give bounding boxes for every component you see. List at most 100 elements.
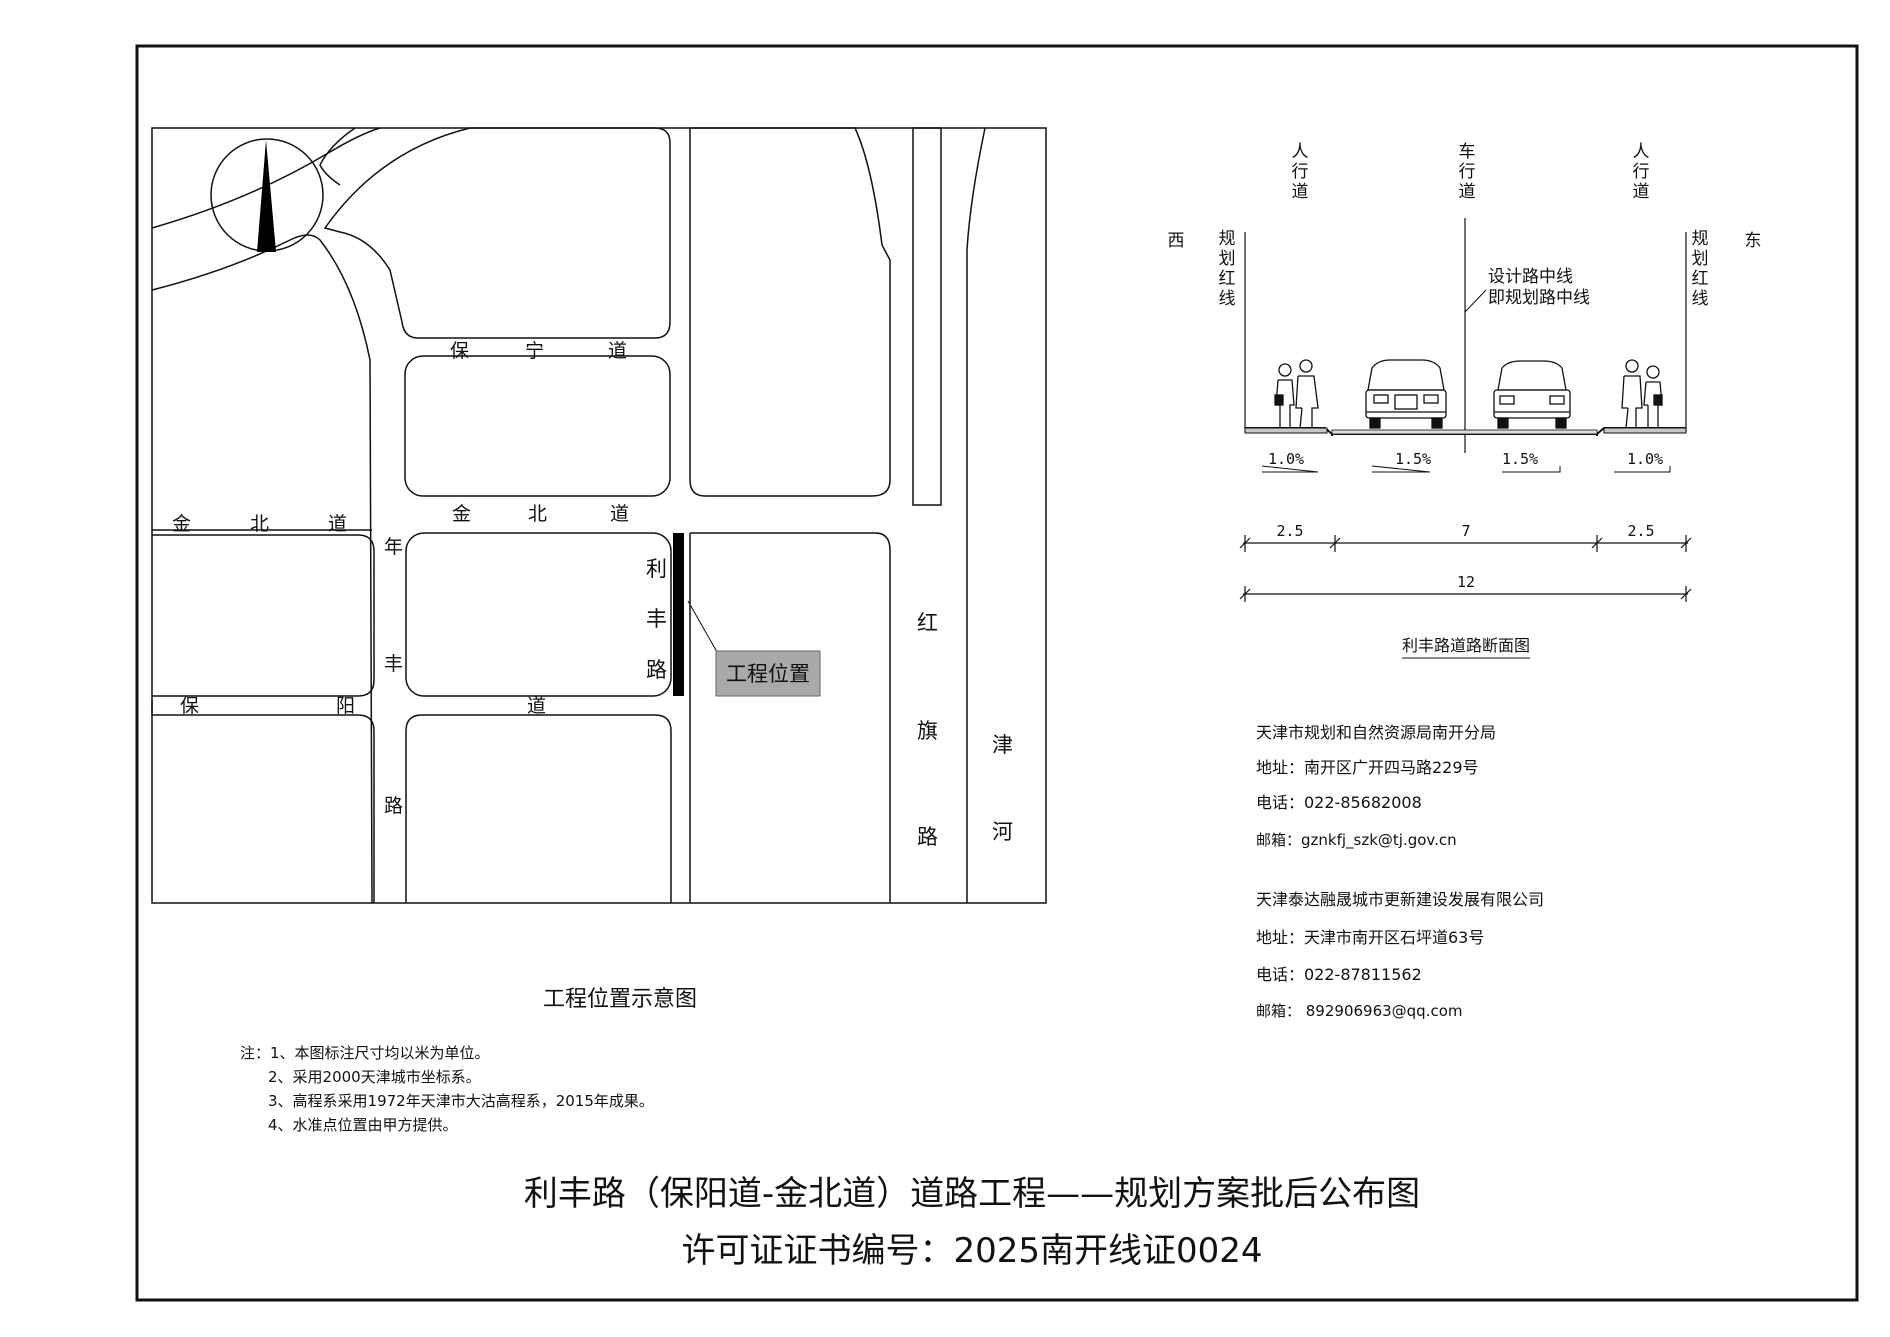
centerline-label-2: 即规划路中线 <box>1488 288 1590 308</box>
carriageway-surface <box>1331 429 1598 435</box>
street-char: 北 <box>528 503 547 525</box>
street-char: 旗 <box>917 719 938 743</box>
sidewalk-left <box>1244 427 1328 434</box>
notes-block: 注：1、本图标注尺寸均以米为单位。 2、采用2000天津城市坐标系。 3、高程系… <box>240 1044 654 1134</box>
map-caption: 工程位置示意图 <box>543 987 697 1012</box>
project-leader-line <box>687 600 718 653</box>
west-label: 西 <box>1168 231 1185 251</box>
pedestrian-icon <box>1621 359 1663 429</box>
authority-email: 邮箱：gznkfj_szk@tj.gov.cn <box>1256 831 1457 850</box>
pedestrian-icon <box>1274 359 1319 429</box>
label-char: 规 <box>1219 229 1236 249</box>
dimension-label: 7 <box>1461 522 1470 540</box>
company-address: 地址：天津市南开区石坪道63号 <box>1256 928 1484 947</box>
block-east-middle <box>690 532 891 903</box>
car-icon <box>1365 359 1447 429</box>
block-upper-center <box>323 127 671 339</box>
street-char: 路 <box>646 658 667 682</box>
road-cross-section: 人 行 道 车 行 道 人 行 道 西 东 规 划 红 线 规 划 红 线 设计… <box>1168 142 1762 659</box>
label-char: 人 <box>1292 142 1309 162</box>
label-char: 划 <box>1692 249 1709 269</box>
street-char: 路 <box>917 825 938 849</box>
dimension-lines <box>1239 535 1692 602</box>
block-west-south <box>152 714 375 903</box>
project-label: 工程位置 <box>726 662 810 686</box>
label-char: 道 <box>1292 182 1309 202</box>
authority-address: 地址：南开区广开四马路229号 <box>1256 758 1479 777</box>
block-north-east <box>689 127 891 497</box>
block-center-middle <box>405 532 672 697</box>
company-phone: 电话：022-87811562 <box>1256 965 1422 984</box>
authority-phone: 电话：022-85682008 <box>1256 793 1422 812</box>
street-char: 道 <box>608 340 627 362</box>
east-label: 东 <box>1745 231 1762 251</box>
street-char: 金 <box>172 513 191 535</box>
street-char: 年 <box>384 536 403 558</box>
street-char: 丰 <box>646 607 667 631</box>
street-char: 道 <box>527 695 546 717</box>
block-center-south <box>405 714 672 903</box>
note-3: 3、高程系采用1972年天津市大沽高程系，2015年成果。 <box>268 1092 654 1110</box>
label-char: 行 <box>1459 162 1476 182</box>
note-2: 2、采用2000天津城市坐标系。 <box>268 1068 481 1086</box>
contact-block: 天津市规划和自然资源局南开分局 地址：南开区广开四马路229号 电话：022-8… <box>1256 723 1544 1020</box>
company-email: 邮箱： 892906963@qq.com <box>1256 1002 1463 1020</box>
project-label-box <box>715 650 821 697</box>
street-char: 保 <box>180 695 199 717</box>
street-char: 道 <box>328 513 347 535</box>
street-char: 丰 <box>384 653 403 675</box>
section-caption: 利丰路道路断面图 <box>1402 636 1530 655</box>
street-char: 金 <box>452 503 471 525</box>
note-4: 4、水准点位置由甲方提供。 <box>268 1116 458 1134</box>
title-line-1: 利丰路（保阳道-金北道）道路工程——规划方案批后公布图 <box>524 1174 1420 1214</box>
location-map: 工程位置 保 宁 道 金 北 道 金 北 道 年 丰 路 保 阳 道 利 丰 路… <box>151 127 1047 1012</box>
company-name: 天津泰达融晟城市更新建设发展有限公司 <box>1256 890 1544 909</box>
label-char: 行 <box>1633 162 1650 182</box>
dimension-label: 2.5 <box>1276 522 1303 540</box>
title-line-2: 许可证证书编号：2025南开线证0024 <box>681 1231 1262 1271</box>
street-char: 河 <box>992 820 1013 844</box>
dimension-label: 2.5 <box>1627 522 1654 540</box>
street-char: 北 <box>250 513 269 535</box>
block-baoning-jinbei <box>404 355 671 497</box>
label-char: 车 <box>1459 142 1476 162</box>
map-frame <box>151 127 1047 904</box>
centerline-label-1: 设计路中线 <box>1488 267 1573 287</box>
project-segment <box>673 533 684 696</box>
car-icon <box>1493 360 1571 429</box>
street-char: 红 <box>917 611 938 635</box>
street-char: 道 <box>610 503 629 525</box>
slope-arrows <box>1261 465 1671 473</box>
nianfeng-road-west-edge <box>151 234 373 904</box>
note-1: 注：1、本图标注尺寸均以米为单位。 <box>240 1044 490 1062</box>
dimension-total-label: 12 <box>1457 573 1475 591</box>
label-char: 行 <box>1292 162 1309 182</box>
label-char: 道 <box>1633 182 1650 202</box>
label-char: 线 <box>1692 289 1709 309</box>
label-char: 人 <box>1633 142 1650 162</box>
sidewalk-right <box>1603 427 1687 434</box>
slope-label: 1.0% <box>1627 450 1663 468</box>
street-char: 宁 <box>525 340 544 362</box>
curve-road-edge-2 <box>319 127 356 186</box>
street-char: 路 <box>384 795 403 817</box>
label-char: 线 <box>1219 289 1236 309</box>
narrow-strip <box>912 127 942 506</box>
jinhe-edge <box>966 127 986 903</box>
authority-name: 天津市规划和自然资源局南开分局 <box>1256 723 1496 742</box>
slope-label: 1.5% <box>1395 450 1431 468</box>
label-char: 道 <box>1459 182 1476 202</box>
street-char: 阳 <box>336 695 355 717</box>
slope-label: 1.0% <box>1268 450 1304 468</box>
slope-label: 1.5% <box>1502 450 1538 468</box>
label-char: 红 <box>1692 269 1709 289</box>
block-west-middle <box>152 534 375 697</box>
north-arrow-icon <box>257 140 276 252</box>
street-char: 津 <box>992 733 1013 757</box>
street-char: 保 <box>450 340 469 362</box>
sheet-frame <box>135 44 1859 1302</box>
centerline-leader <box>1464 289 1487 313</box>
street-char: 利 <box>646 557 667 581</box>
label-char: 划 <box>1219 249 1236 269</box>
